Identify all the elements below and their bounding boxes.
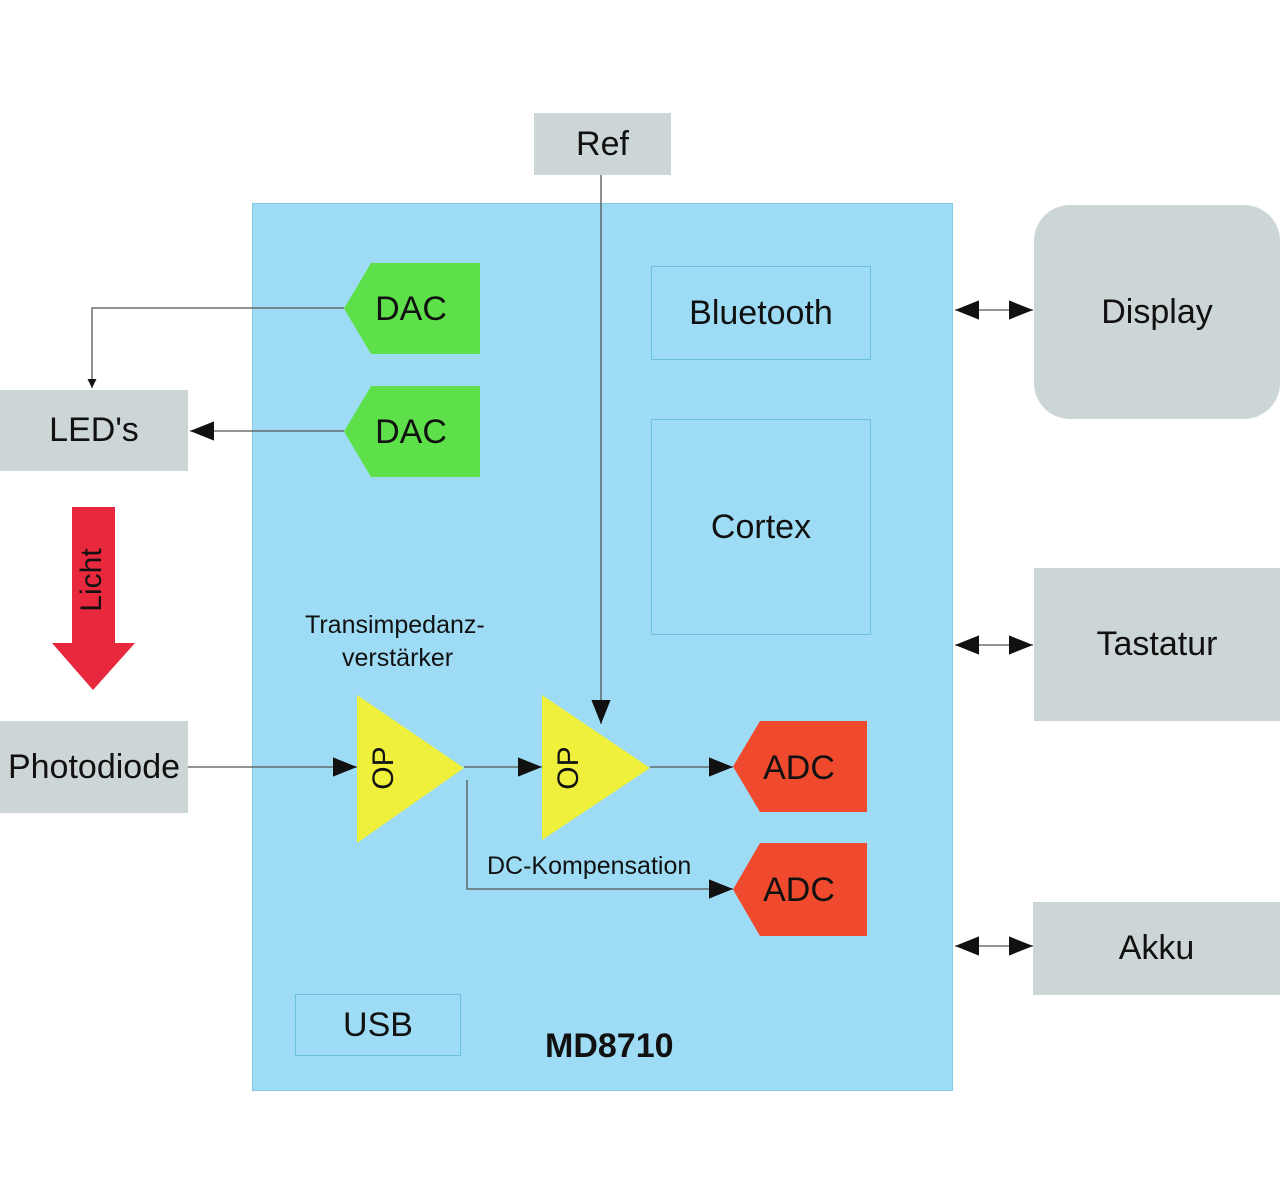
op-label-1: OP: [367, 746, 400, 789]
adc-label-2: ADC: [763, 871, 835, 909]
op-amp-1: [357, 695, 464, 843]
dc-kompensation-label: DC-Kompensation: [487, 852, 692, 880]
cortex-label: Cortex: [710, 507, 812, 546]
dac-shape-1: [344, 263, 480, 354]
adc-shape-1: [733, 721, 867, 812]
transimpedanz-label-1: Transimpedanz-: [305, 611, 485, 639]
dac-label-1: DAC: [375, 290, 447, 328]
bluetooth-block: Bluetooth: [651, 266, 871, 360]
bluetooth-label: Bluetooth: [689, 293, 833, 332]
cortex-block: Cortex: [651, 419, 871, 635]
op-label-2: OP: [552, 746, 585, 789]
licht-arrow: [52, 507, 135, 690]
usb-block: USB: [295, 994, 461, 1056]
dc-kompensation-line: [466, 780, 733, 899]
akku-box: Akku: [1033, 902, 1280, 995]
akku-label: Akku: [1118, 929, 1195, 967]
adc-shape-2: [733, 843, 867, 936]
dac-label-2: DAC: [375, 413, 447, 451]
ref-label: Ref: [576, 124, 629, 163]
licht-label: Licht: [75, 548, 108, 612]
chip-name: MD8710: [545, 1027, 674, 1065]
md8710-chip: [252, 203, 953, 1091]
photodiode-label: Photodiode: [7, 747, 181, 786]
op-amp-2: [542, 695, 650, 840]
leds-box: LED's: [0, 390, 188, 471]
transimpedanz-label-2: verstärker: [342, 644, 454, 672]
usb-label: USB: [343, 1005, 413, 1044]
display-box: Display: [1034, 205, 1280, 419]
display-label: Display: [1101, 292, 1213, 331]
adc-label-1: ADC: [763, 749, 835, 787]
dac1-to-leds-line: [87, 307, 344, 388]
photodiode-box: Photodiode: [0, 721, 188, 813]
ref-box: Ref: [534, 113, 671, 175]
tastatur-label: Tastatur: [1096, 625, 1218, 663]
leds-label: LED's: [49, 411, 139, 449]
dac-shape-2: [344, 386, 480, 477]
tastatur-box: Tastatur: [1034, 568, 1280, 721]
